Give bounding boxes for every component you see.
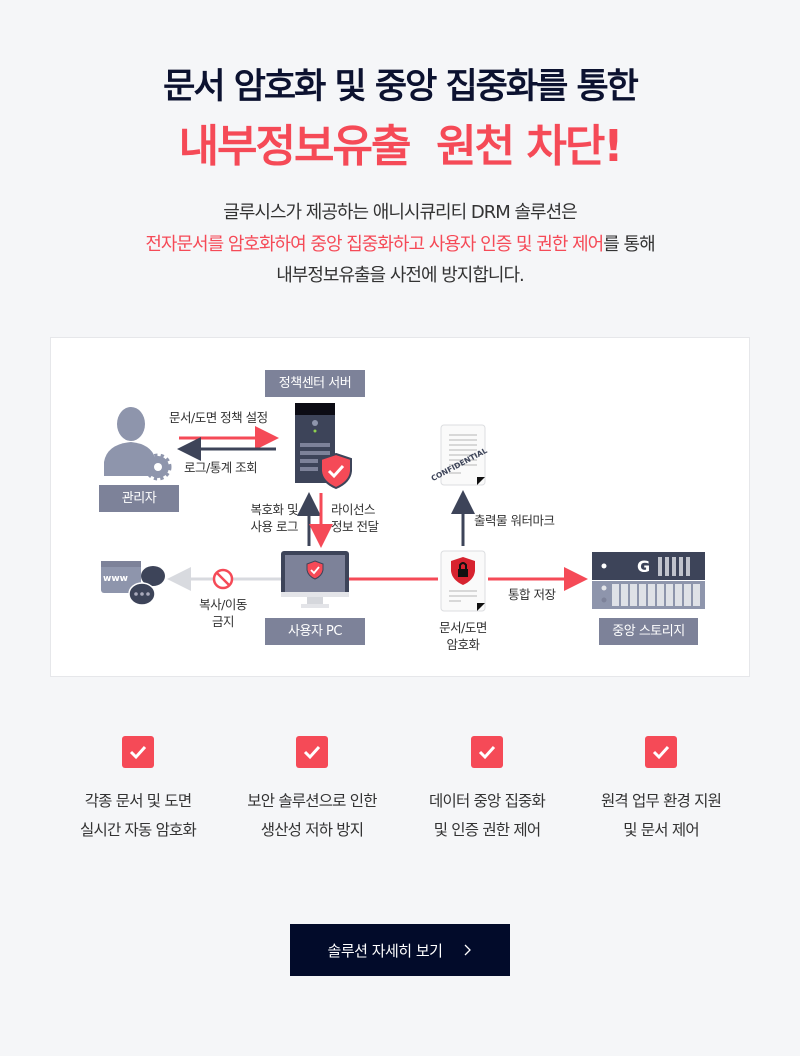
text-license-1: 라이선스 xyxy=(331,502,376,517)
description-highlight: 전자문서를 암호화하여 중앙 집중화하고 사용자 인증 및 권한 제어 xyxy=(145,234,604,255)
shield-check-icon xyxy=(320,452,352,490)
headline-title: 문서 암호화 및 중앙 집중화를 통한 xyxy=(163,67,639,107)
checkbox-icon xyxy=(471,736,503,768)
description-line-3: 내부정보유출을 사전에 방지합니다. xyxy=(276,265,525,286)
feature-line-1: 보안 솔루션으로 인한 xyxy=(247,792,377,810)
diagram-graphics: www G xyxy=(101,403,705,612)
feature-line-1: 각종 문서 및 도면 xyxy=(84,792,192,810)
label-policy-server: 정책센터 서버 xyxy=(265,370,365,397)
description-line-1: 글루시스가 제공하는 애니시큐리티 DRM 솔루션은 xyxy=(223,202,577,223)
gear-icon xyxy=(144,453,172,481)
feature-line-2: 및 인증 권한 제어 xyxy=(433,821,541,839)
headline-highlight: 내부정보유출 원천 차단! xyxy=(178,121,624,172)
admin-user-icon xyxy=(104,407,155,476)
description-line-2: 전자문서를 암호화하여 중앙 집중화하고 사용자 인증 및 권한 제어를 통해 xyxy=(0,230,800,256)
checkbox-icon xyxy=(122,736,154,768)
label-user-pc: 사용자 PC xyxy=(265,618,365,645)
text-copy-block-1: 복사/이동 xyxy=(199,597,247,612)
description-suffix: 를 통해 xyxy=(603,234,655,255)
web-chat-icon: www xyxy=(101,561,165,606)
text-decrypt-log-2: 사용 로그 xyxy=(250,519,299,534)
feature-line-1: 원격 업무 환경 지원 xyxy=(600,792,722,810)
drm-architecture-diagram: www G CONFIDENTIAL 정책센터 서버 관리자 사용자 xyxy=(50,337,750,677)
feature-line-2: 및 문서 제어 xyxy=(623,821,699,839)
svg-text:G: G xyxy=(637,557,650,576)
text-copy-block-2: 금지 xyxy=(211,614,235,629)
feature-line-2: 생산성 저하 방지 xyxy=(260,821,364,839)
svg-text:www: www xyxy=(103,574,128,584)
text-doc-encrypt-1: 문서/도면 xyxy=(439,620,487,635)
text-integrated-storage: 통합 저장 xyxy=(508,587,556,602)
feature-line-2: 실시간 자동 암호화 xyxy=(80,821,197,839)
text-license-2: 정보 전달 xyxy=(331,519,379,534)
chevron-right-icon xyxy=(465,944,472,956)
label-central-storage: 중앙 스토리지 xyxy=(599,618,698,645)
solution-details-label: 솔루션 자세히 보기 xyxy=(327,941,443,960)
label-admin: 관리자 xyxy=(99,485,179,512)
checkbox-icon xyxy=(645,736,677,768)
confidential-document-icon xyxy=(440,424,486,486)
checkbox-icon xyxy=(296,736,328,768)
central-storage-icon: G xyxy=(592,552,705,609)
text-decrypt-log-1: 복호화 및 xyxy=(250,502,299,517)
feature-line-1: 데이터 중앙 집중화 xyxy=(429,792,546,810)
text-log-view: 로그/통계 조회 xyxy=(184,460,258,475)
text-watermark: 출력물 워터마크 xyxy=(474,513,555,528)
encrypted-document-icon xyxy=(440,550,486,612)
text-policy-setting: 문서/도면 정책 설정 xyxy=(169,410,268,425)
user-pc-icon xyxy=(281,551,349,608)
prohibit-icon xyxy=(212,568,234,590)
solution-details-button[interactable]: 솔루션 자세히 보기 xyxy=(290,924,510,976)
text-doc-encrypt-2: 암호화 xyxy=(446,637,480,652)
